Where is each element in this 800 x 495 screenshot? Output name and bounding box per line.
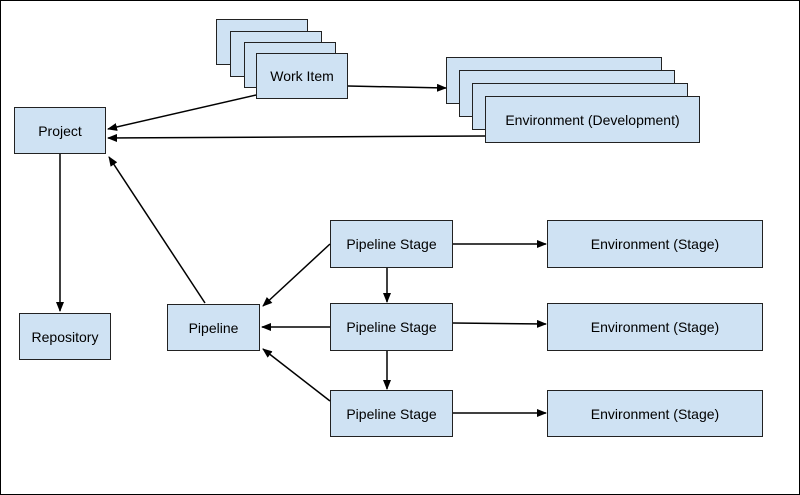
node-environment-stage-2[interactable]: Environment (Stage) (547, 303, 763, 351)
node-pipeline-stage-1[interactable]: Pipeline Stage (330, 220, 453, 268)
edge-pipeline-to-project (108, 156, 206, 304)
node-label: Environment (Development) (505, 111, 680, 128)
edge-environment-development-to-project (107, 133, 486, 142)
edge-pipeline-stage-1-to-pipeline (262, 243, 331, 307)
edge-pipeline-stage-3-to-pipeline (262, 348, 331, 402)
edge-work-item-to-project (107, 94, 257, 131)
node-label: Environment (Stage) (590, 236, 720, 252)
node-label: Environment (Stage) (590, 319, 720, 335)
edge-pipeline-stage-2-to-environment-stage-2 (452, 319, 547, 328)
node-pipeline-stage-2[interactable]: Pipeline Stage (330, 303, 453, 351)
node-label: Repository (31, 328, 99, 345)
node-label: Pipeline (188, 319, 239, 336)
node-environment-stage-1[interactable]: Environment (Stage) (547, 220, 763, 268)
node-label: Work Item (270, 68, 334, 84)
node-environment-development[interactable]: Environment (Development) (485, 96, 700, 143)
node-environment-stage-3[interactable]: Environment (Stage) (547, 390, 763, 437)
node-work-item[interactable]: Work Item (256, 53, 348, 99)
node-project[interactable]: Project (14, 107, 106, 154)
node-pipeline-stage-3[interactable]: Pipeline Stage (330, 390, 453, 437)
node-label: Pipeline Stage (346, 236, 437, 252)
node-repository[interactable]: Repository (19, 313, 111, 360)
node-label: Environment (Stage) (590, 405, 720, 422)
node-label: Project (38, 122, 82, 139)
node-pipeline[interactable]: Pipeline (167, 304, 260, 351)
node-label: Pipeline Stage (346, 405, 437, 422)
node-label: Pipeline Stage (346, 319, 437, 335)
edge-work-item-to-environment-development (347, 83, 447, 92)
